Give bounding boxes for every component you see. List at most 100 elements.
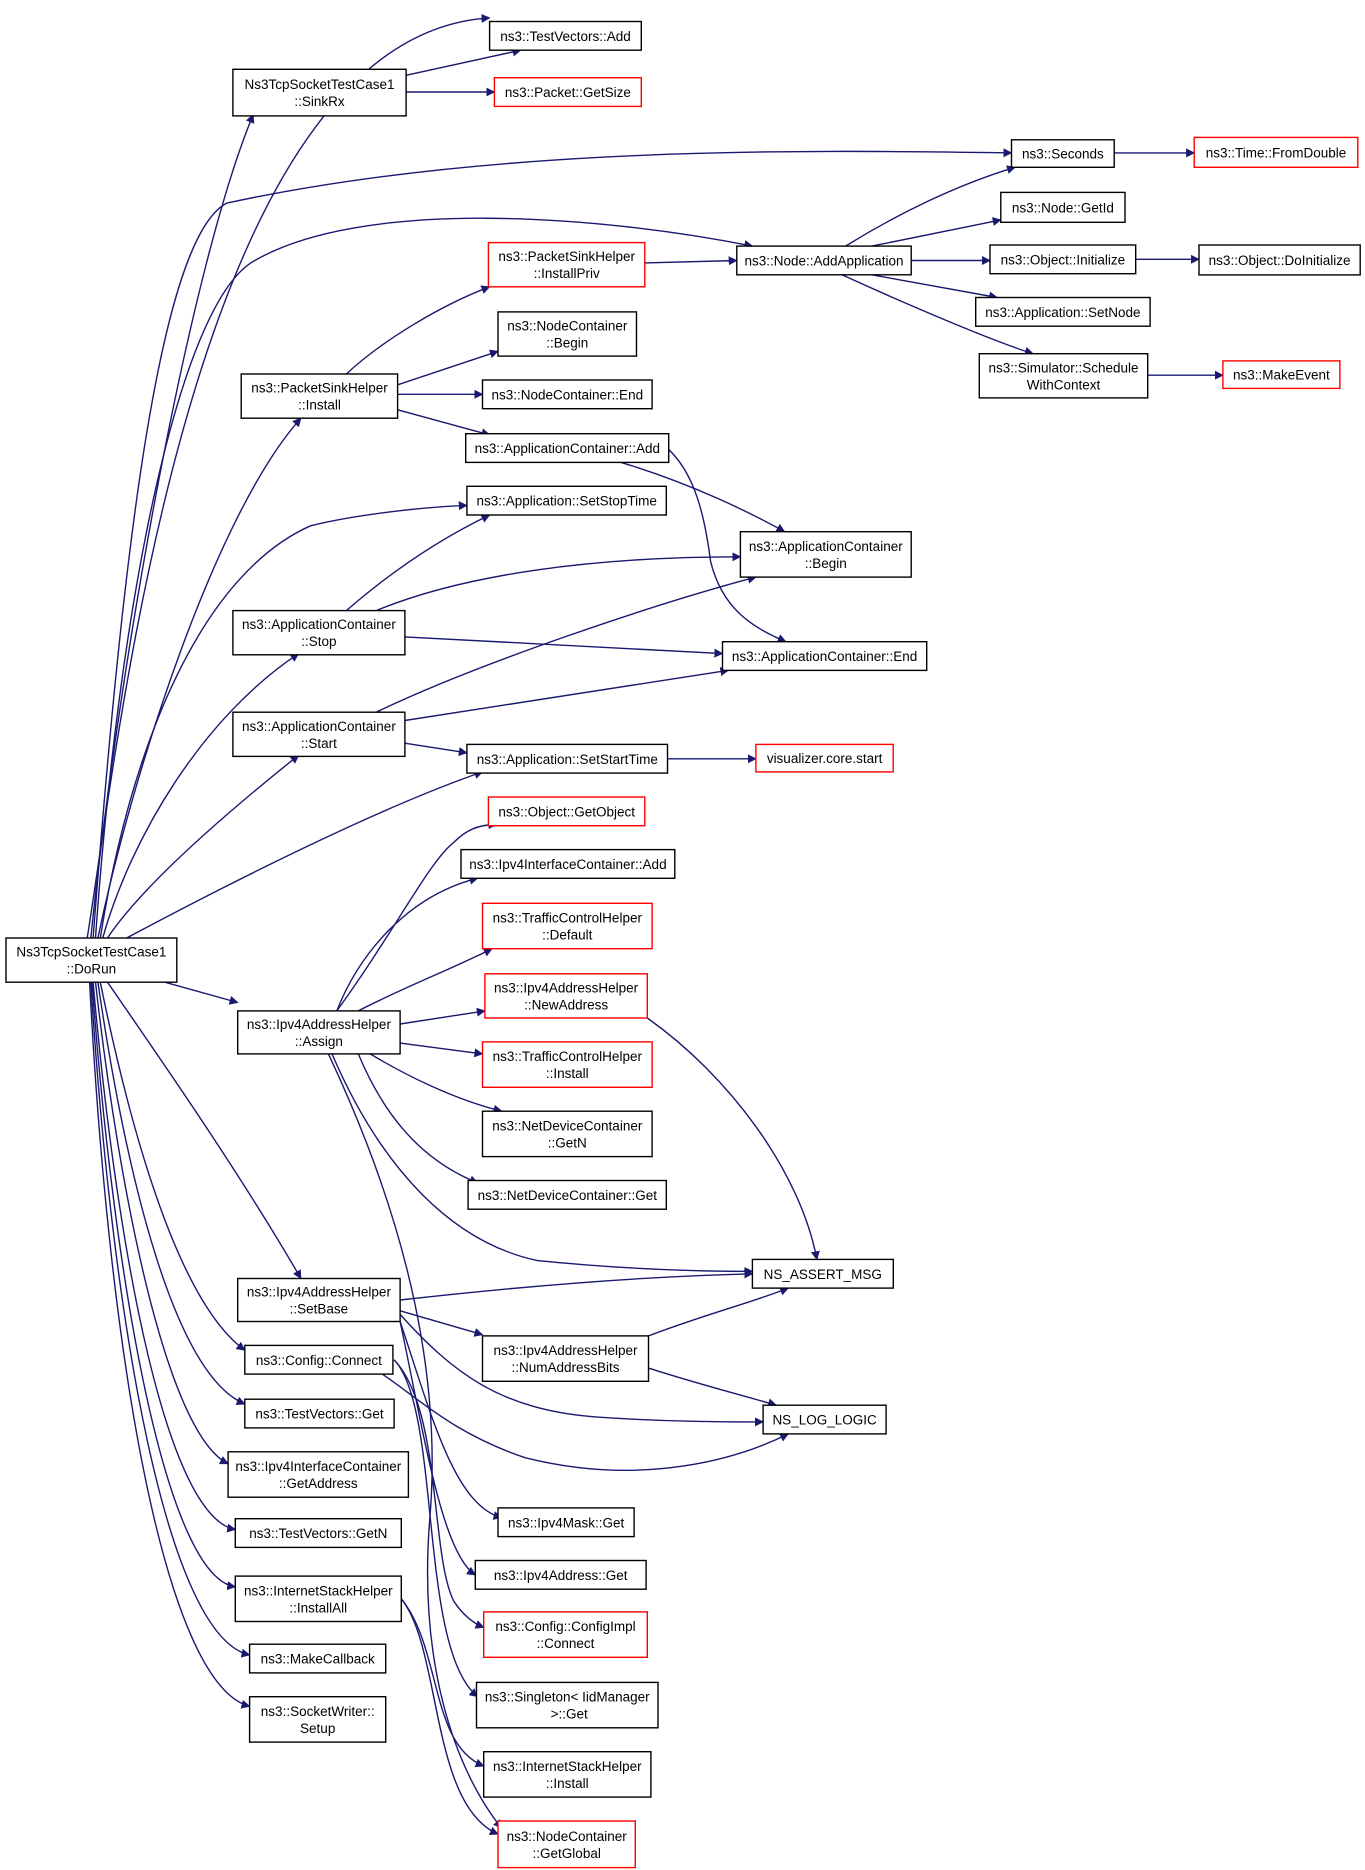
node-numAddrBits[interactable]: ns3::Ipv4AddressHelper::NumAddressBits (481, 1335, 650, 1383)
edge-ipv4SetBase-to-nsAssertMsg (400, 1269, 754, 1301)
node-ndcGetN[interactable]: ns3::NetDeviceContainer::GetN (481, 1110, 653, 1158)
node-acAdd[interactable]: ns3::ApplicationContainer::Add (465, 433, 670, 464)
node-ipv4SetBase[interactable]: ns3::Ipv4AddressHelper::SetBase (236, 1277, 401, 1323)
node-objDoInit[interactable]: ns3::Object::DoInitialize (1198, 244, 1361, 276)
node-label-line: ::InstallPriv (534, 266, 600, 281)
node-seconds[interactable]: ns3::Seconds (1010, 139, 1115, 169)
node-label-line: ns3::ApplicationContainer::End (732, 649, 917, 664)
node-acStop[interactable]: ns3::ApplicationContainer::Stop (232, 609, 406, 656)
node-ipv4NewAddr[interactable]: ns3::Ipv4AddressHelper::NewAddress (484, 973, 648, 1019)
node-label-line: ns3::Time::FromDouble (1206, 145, 1347, 160)
edge-doRun-to-ipv4SetBase (106, 981, 302, 1280)
node-tvAdd[interactable]: ns3::TestVectors::Add (488, 20, 643, 51)
node-label-line: ns3::MakeEvent (1233, 368, 1330, 383)
node-label-line: ::NumAddressBits (511, 1360, 619, 1375)
node-ipv4IcAdd[interactable]: ns3::Ipv4InterfaceContainer::Add (460, 848, 676, 879)
node-box (488, 20, 643, 51)
edge-doRun-to-swSetup (88, 982, 251, 1709)
node-cfgConnect[interactable]: ns3::Config::Connect (244, 1344, 394, 1375)
node-label-line: NS_ASSERT_MSG (764, 1267, 882, 1282)
node-box (493, 76, 642, 108)
node-objGetObject[interactable]: ns3::Object::GetObject (487, 796, 646, 827)
node-box (236, 1277, 401, 1323)
edge-ipv4SetBase-to-maskGet (399, 1321, 503, 1520)
node-nsAssertMsg[interactable]: NS_ASSERT_MSG (751, 1258, 895, 1289)
edge-doRun-to-makeCallback (90, 982, 251, 1658)
edge-ishInstallAll-to-ishInstall (400, 1598, 485, 1768)
edge-pshInstall-to-ncBegin (397, 349, 499, 386)
node-tvGet[interactable]: ns3::TestVectors::Get (244, 1398, 395, 1429)
node-ipv4IcGetAddr[interactable]: ns3::Ipv4InterfaceContainer::GetAddress (227, 1451, 410, 1498)
node-label-line: ::Begin (805, 556, 847, 571)
node-addrGet[interactable]: ns3::Ipv4Address::Get (474, 1559, 647, 1590)
node-tvGetN[interactable]: ns3::TestVectors::GetN (234, 1517, 403, 1549)
node-appSetNode[interactable]: ns3::Application::SetNode (975, 296, 1151, 327)
node-swSetup[interactable]: ns3::SocketWriter::Setup (248, 1695, 387, 1743)
node-ncBegin[interactable]: ns3::NodeContainer::Begin (497, 311, 638, 357)
node-label-line: ns3::Ipv4Mask::Get (508, 1515, 625, 1530)
edge-cfgConnect-to-nsLogLogic (381, 1373, 790, 1471)
node-box (227, 1451, 410, 1498)
edge-doRun-to-appSetStart (126, 770, 484, 939)
node-makeEvent[interactable]: ns3::MakeEvent (1222, 360, 1341, 390)
node-timeFromDouble[interactable]: ns3::Time::FromDouble (1193, 136, 1359, 168)
node-label-line: ns3::Ipv4InterfaceContainer::Add (469, 857, 666, 872)
edge-ipv4Assign-to-tchDefault (357, 948, 493, 1012)
edge-acStop-to-appSetStop (345, 514, 491, 612)
node-acEnd[interactable]: ns3::ApplicationContainer::End (721, 641, 928, 672)
node-appSetStart[interactable]: ns3::Application::SetStartTime (466, 743, 669, 774)
node-acBegin[interactable]: ns3::ApplicationContainer::Begin (739, 531, 912, 578)
node-label-line: ns3::Simulator::Schedule (988, 360, 1138, 375)
node-box (989, 244, 1137, 275)
node-label-line: ::GetAddress (279, 1476, 358, 1491)
node-label-line: ns3::Node::GetId (1012, 200, 1114, 215)
edge-ishInstallAll-to-ncGetGlobal (400, 1598, 499, 1836)
node-nodeAddApp[interactable]: ns3::Node::AddApplication (736, 245, 912, 276)
node-ncGetGlobal[interactable]: ns3::NodeContainer::GetGlobal (497, 1820, 637, 1869)
node-nodeGetId[interactable]: ns3::Node::GetId (1000, 191, 1126, 223)
node-makeCallback[interactable]: ns3::MakeCallback (248, 1643, 387, 1674)
node-ipv4Assign[interactable]: ns3::Ipv4AddressHelper::Assign (236, 1010, 401, 1055)
node-singletonGet[interactable]: ns3::Singleton< IidManager >::Get (475, 1681, 659, 1729)
node-doRun[interactable]: Ns3TcpSocketTestCase1::DoRun (5, 937, 178, 983)
node-box (5, 937, 178, 983)
node-tchDefault[interactable]: ns3::TrafficControlHelper::Default (481, 902, 653, 950)
edge-installPriv-to-nodeAddApp (644, 256, 738, 266)
edge-doRun-to-ipv4Assign (164, 981, 239, 1005)
node-sinkRx[interactable]: Ns3TcpSocketTestCase1::SinkRx (232, 68, 407, 117)
edge-doRun-to-appSetStop (99, 501, 468, 939)
node-ndcGet[interactable]: ns3::NetDeviceContainer::Get (467, 1179, 668, 1210)
node-ishInstall[interactable]: ns3::InternetStackHelper::Install (483, 1750, 652, 1798)
node-installPriv[interactable]: ns3::PacketSinkHelper::InstallPriv (487, 241, 646, 288)
edge-ipv4Assign-to-nsAssertMsg (331, 1053, 754, 1276)
node-label-line: ns3::InternetStackHelper (493, 1759, 642, 1774)
node-cfgImplConnect[interactable]: ns3::Config::ConfigImpl::Connect (483, 1611, 649, 1659)
node-tchInstall[interactable]: ns3::TrafficControlHelper::Install (481, 1041, 653, 1089)
node-nsLogLogic[interactable]: NS_LOG_LOGIC (762, 1404, 887, 1435)
call-edges (86, 13, 1224, 1836)
node-box (1010, 139, 1115, 169)
node-acStart[interactable]: ns3::ApplicationContainer::Start (232, 711, 406, 758)
node-ncEnd[interactable]: ns3::NodeContainer::End (481, 379, 653, 410)
node-box (487, 796, 646, 827)
edge-ipv4SetBase-to-nsLogLogic (399, 1313, 764, 1427)
node-maskGet[interactable]: ns3::Ipv4Mask::Get (497, 1507, 635, 1538)
node-box (497, 1507, 635, 1538)
node-label-line: ns3::Config::ConfigImpl (495, 1619, 635, 1634)
node-label-line: ns3::NodeContainer::End (491, 387, 643, 402)
node-label-line: ns3::Ipv4AddressHelper (247, 1017, 392, 1032)
node-label-line: Ns3TcpSocketTestCase1 (16, 945, 166, 960)
edge-ipv4Assign-to-tchInstall (400, 1042, 484, 1058)
node-pshInstall[interactable]: ns3::PacketSinkHelper::Install (240, 373, 399, 419)
node-ishInstallAll[interactable]: ns3::InternetStackHelper::InstallAll (234, 1575, 403, 1623)
node-label-line: ns3::TestVectors::Add (500, 29, 631, 44)
edge-doRun-to-tvGet (97, 982, 246, 1406)
node-pktGetSize[interactable]: ns3::Packet::GetSize (493, 76, 642, 108)
node-appSetStop[interactable]: ns3::Application::SetStopTime (466, 485, 667, 516)
node-vizStart[interactable]: visualizer.core.start (755, 743, 894, 773)
node-label-line: ns3::TestVectors::GetN (249, 1526, 387, 1541)
node-objInit[interactable]: ns3::Object::Initialize (989, 244, 1137, 275)
edge-acStop-to-acBegin (375, 552, 742, 612)
